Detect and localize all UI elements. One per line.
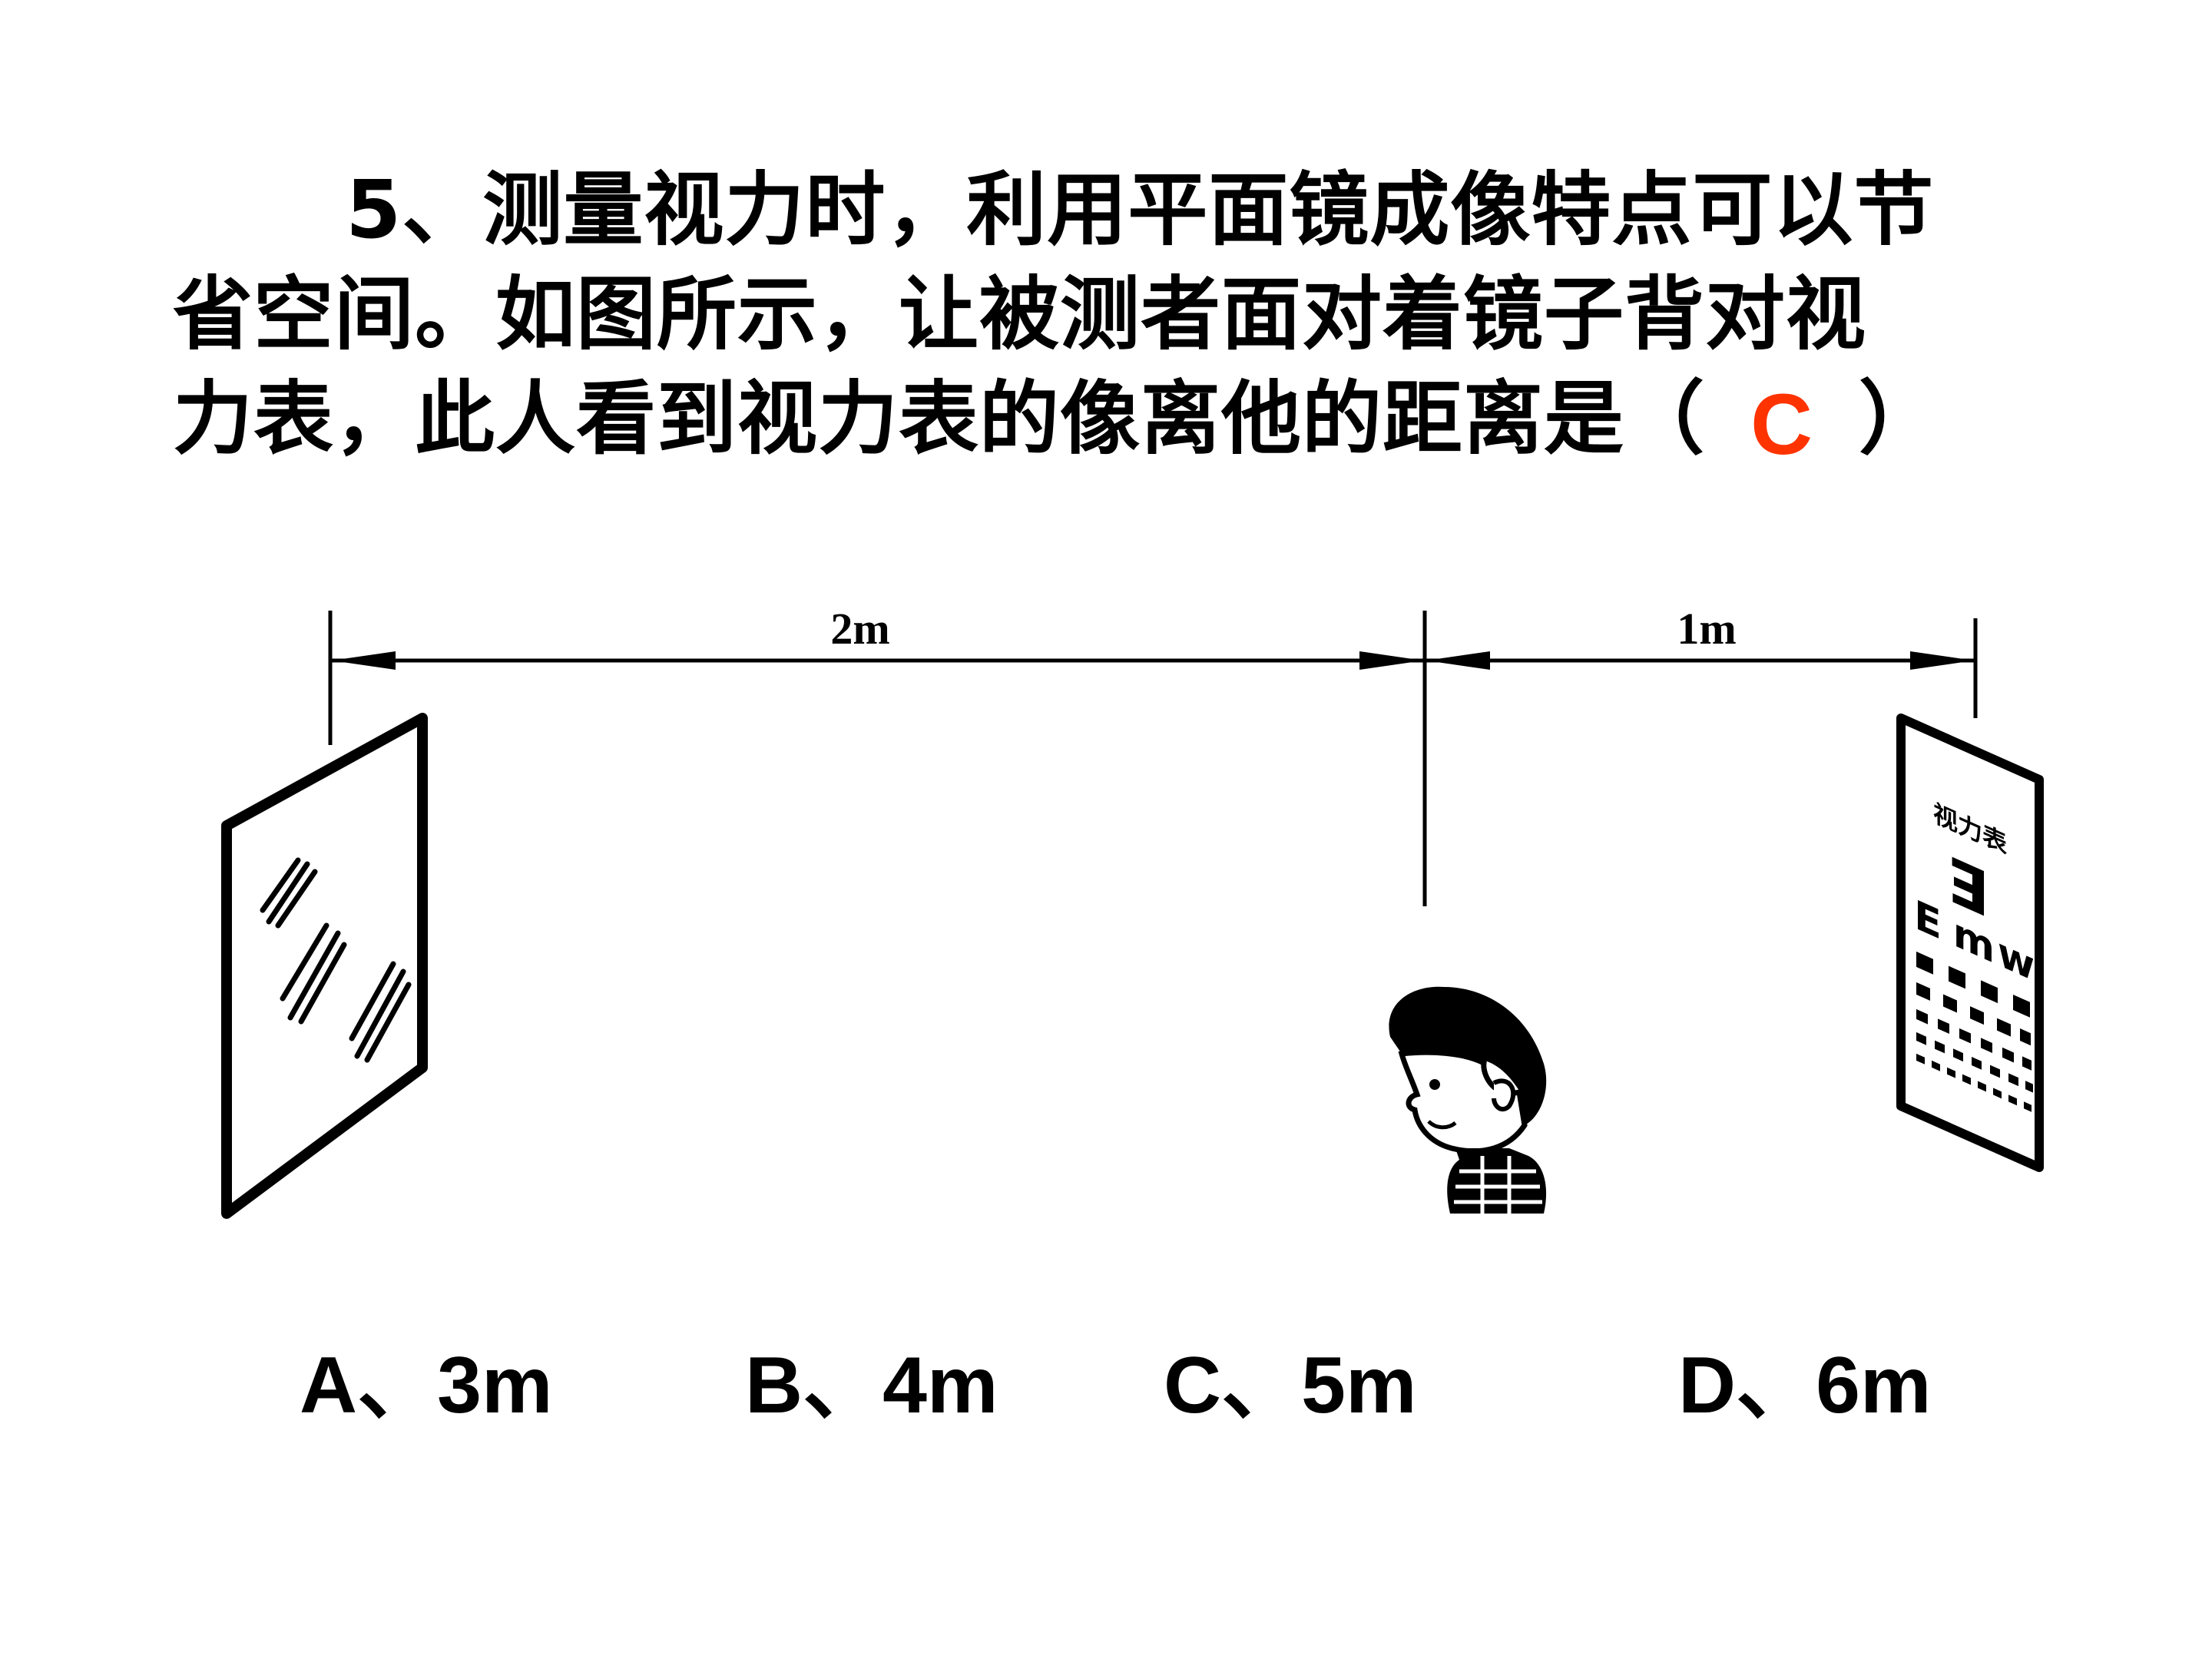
- option-a[interactable]: A、3m: [300, 1341, 553, 1430]
- question-text: 5、测量视力时，利用平面镜成像特点可以节 省空间。如图所示，让被测者面对着镜子背…: [173, 157, 2078, 477]
- answer-mark: C: [1750, 376, 1813, 472]
- label-2m: 2m: [830, 604, 889, 654]
- answer-options: A、3m B、4m C、5m D、6m: [0, 1320, 2212, 1430]
- small-optotype-rows: [1916, 951, 2033, 1112]
- label-1m: 1m: [1677, 604, 1736, 654]
- arrow-right-1m: [1910, 651, 1974, 670]
- arrow-left-2m: [332, 651, 396, 670]
- dimension-arrows: [332, 651, 1974, 670]
- question-line-3-text: 力表，此人看到视力表的像离他的距离是（: [173, 372, 1706, 465]
- arrow-right-2m: [1359, 651, 1423, 670]
- question-line-1: 5、测量视力时，利用平面镜成像特点可以节: [346, 163, 1935, 257]
- question-line-2: 省空间。如图所示，让被测者面对着镜子背对视: [173, 267, 1867, 361]
- dimension-lines: [328, 611, 1978, 906]
- question-line-3: 力表，此人看到视力表的像离他的距离是（ C ）: [173, 366, 2078, 477]
- person-figure: [1389, 986, 1547, 1214]
- shirt-pattern: [1454, 1156, 1542, 1214]
- question-line-3-close: ）: [1859, 372, 1940, 465]
- mirror: [221, 713, 428, 1219]
- mirror-glare-marks: [260, 857, 412, 1063]
- eye-chart: 视力表 E E m w: [1896, 714, 2044, 1172]
- option-d[interactable]: D、6m: [1678, 1341, 1932, 1430]
- arrow-left-1m: [1426, 651, 1490, 670]
- option-c[interactable]: C、5m: [1164, 1341, 1417, 1430]
- option-b[interactable]: B、4m: [745, 1341, 998, 1430]
